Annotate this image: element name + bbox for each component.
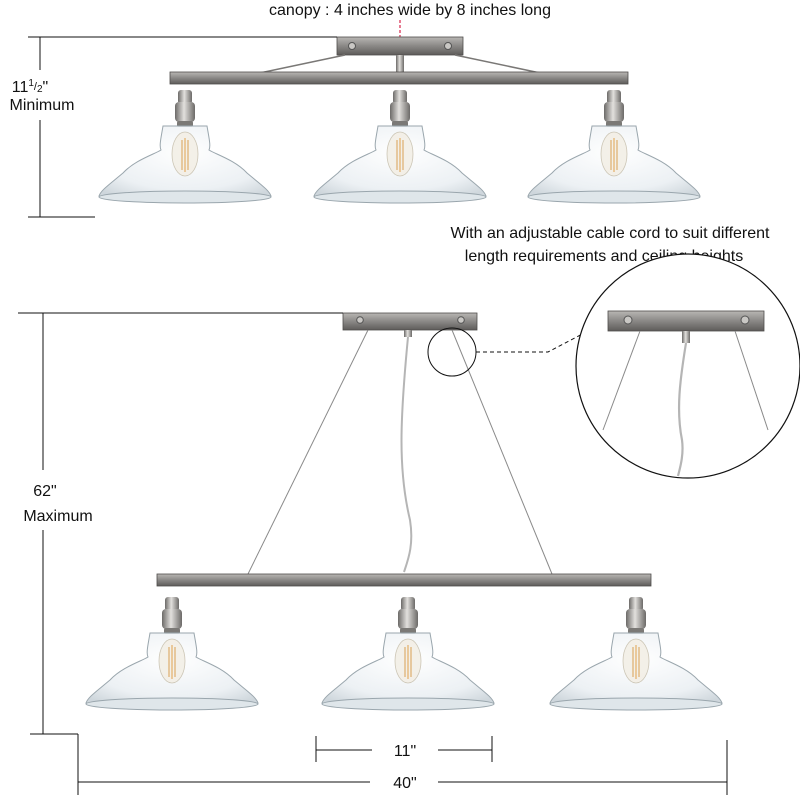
minimum-height-value: 111/2" — [12, 78, 48, 96]
minimum-height-label: Minimum — [10, 97, 75, 114]
fixture-maximum — [85, 312, 723, 711]
maximum-height-label: Maximum — [23, 508, 92, 525]
pendant-light-icon — [321, 596, 495, 711]
maximum-height-value: 62" — [33, 483, 56, 500]
pendant-light-icon — [313, 89, 487, 204]
canopy-plate-icon — [336, 36, 464, 73]
canopy-note: canopy : 4 inches wide by 8 inches long — [269, 2, 551, 19]
zoom-source-circle — [427, 327, 477, 377]
zoom-connector — [476, 329, 591, 353]
maximum-height-dimension: 62" Maximum — [18, 312, 343, 735]
cross-bar — [156, 573, 652, 587]
pendant-light-icon — [549, 596, 723, 711]
cross-bar — [169, 71, 629, 85]
minimum-height-dimension: 111/2" Minimum — [10, 36, 337, 218]
pendant-light-icon — [98, 89, 272, 204]
cable-note-line-1: With an adjustable cable cord to suit di… — [451, 225, 771, 242]
shade-width-value: 11" — [394, 743, 416, 760]
pendant-light-icon — [527, 89, 701, 204]
total-width-value: 40" — [393, 775, 416, 792]
pendant-light-icon — [85, 596, 259, 711]
total-width-dimension: 40" — [77, 734, 728, 795]
shade-width-dimension: 11" — [315, 736, 493, 762]
detail-zoom-circle-icon — [575, 253, 800, 479]
canopy-plate-icon — [342, 312, 478, 337]
fixture-minimum — [98, 20, 701, 204]
